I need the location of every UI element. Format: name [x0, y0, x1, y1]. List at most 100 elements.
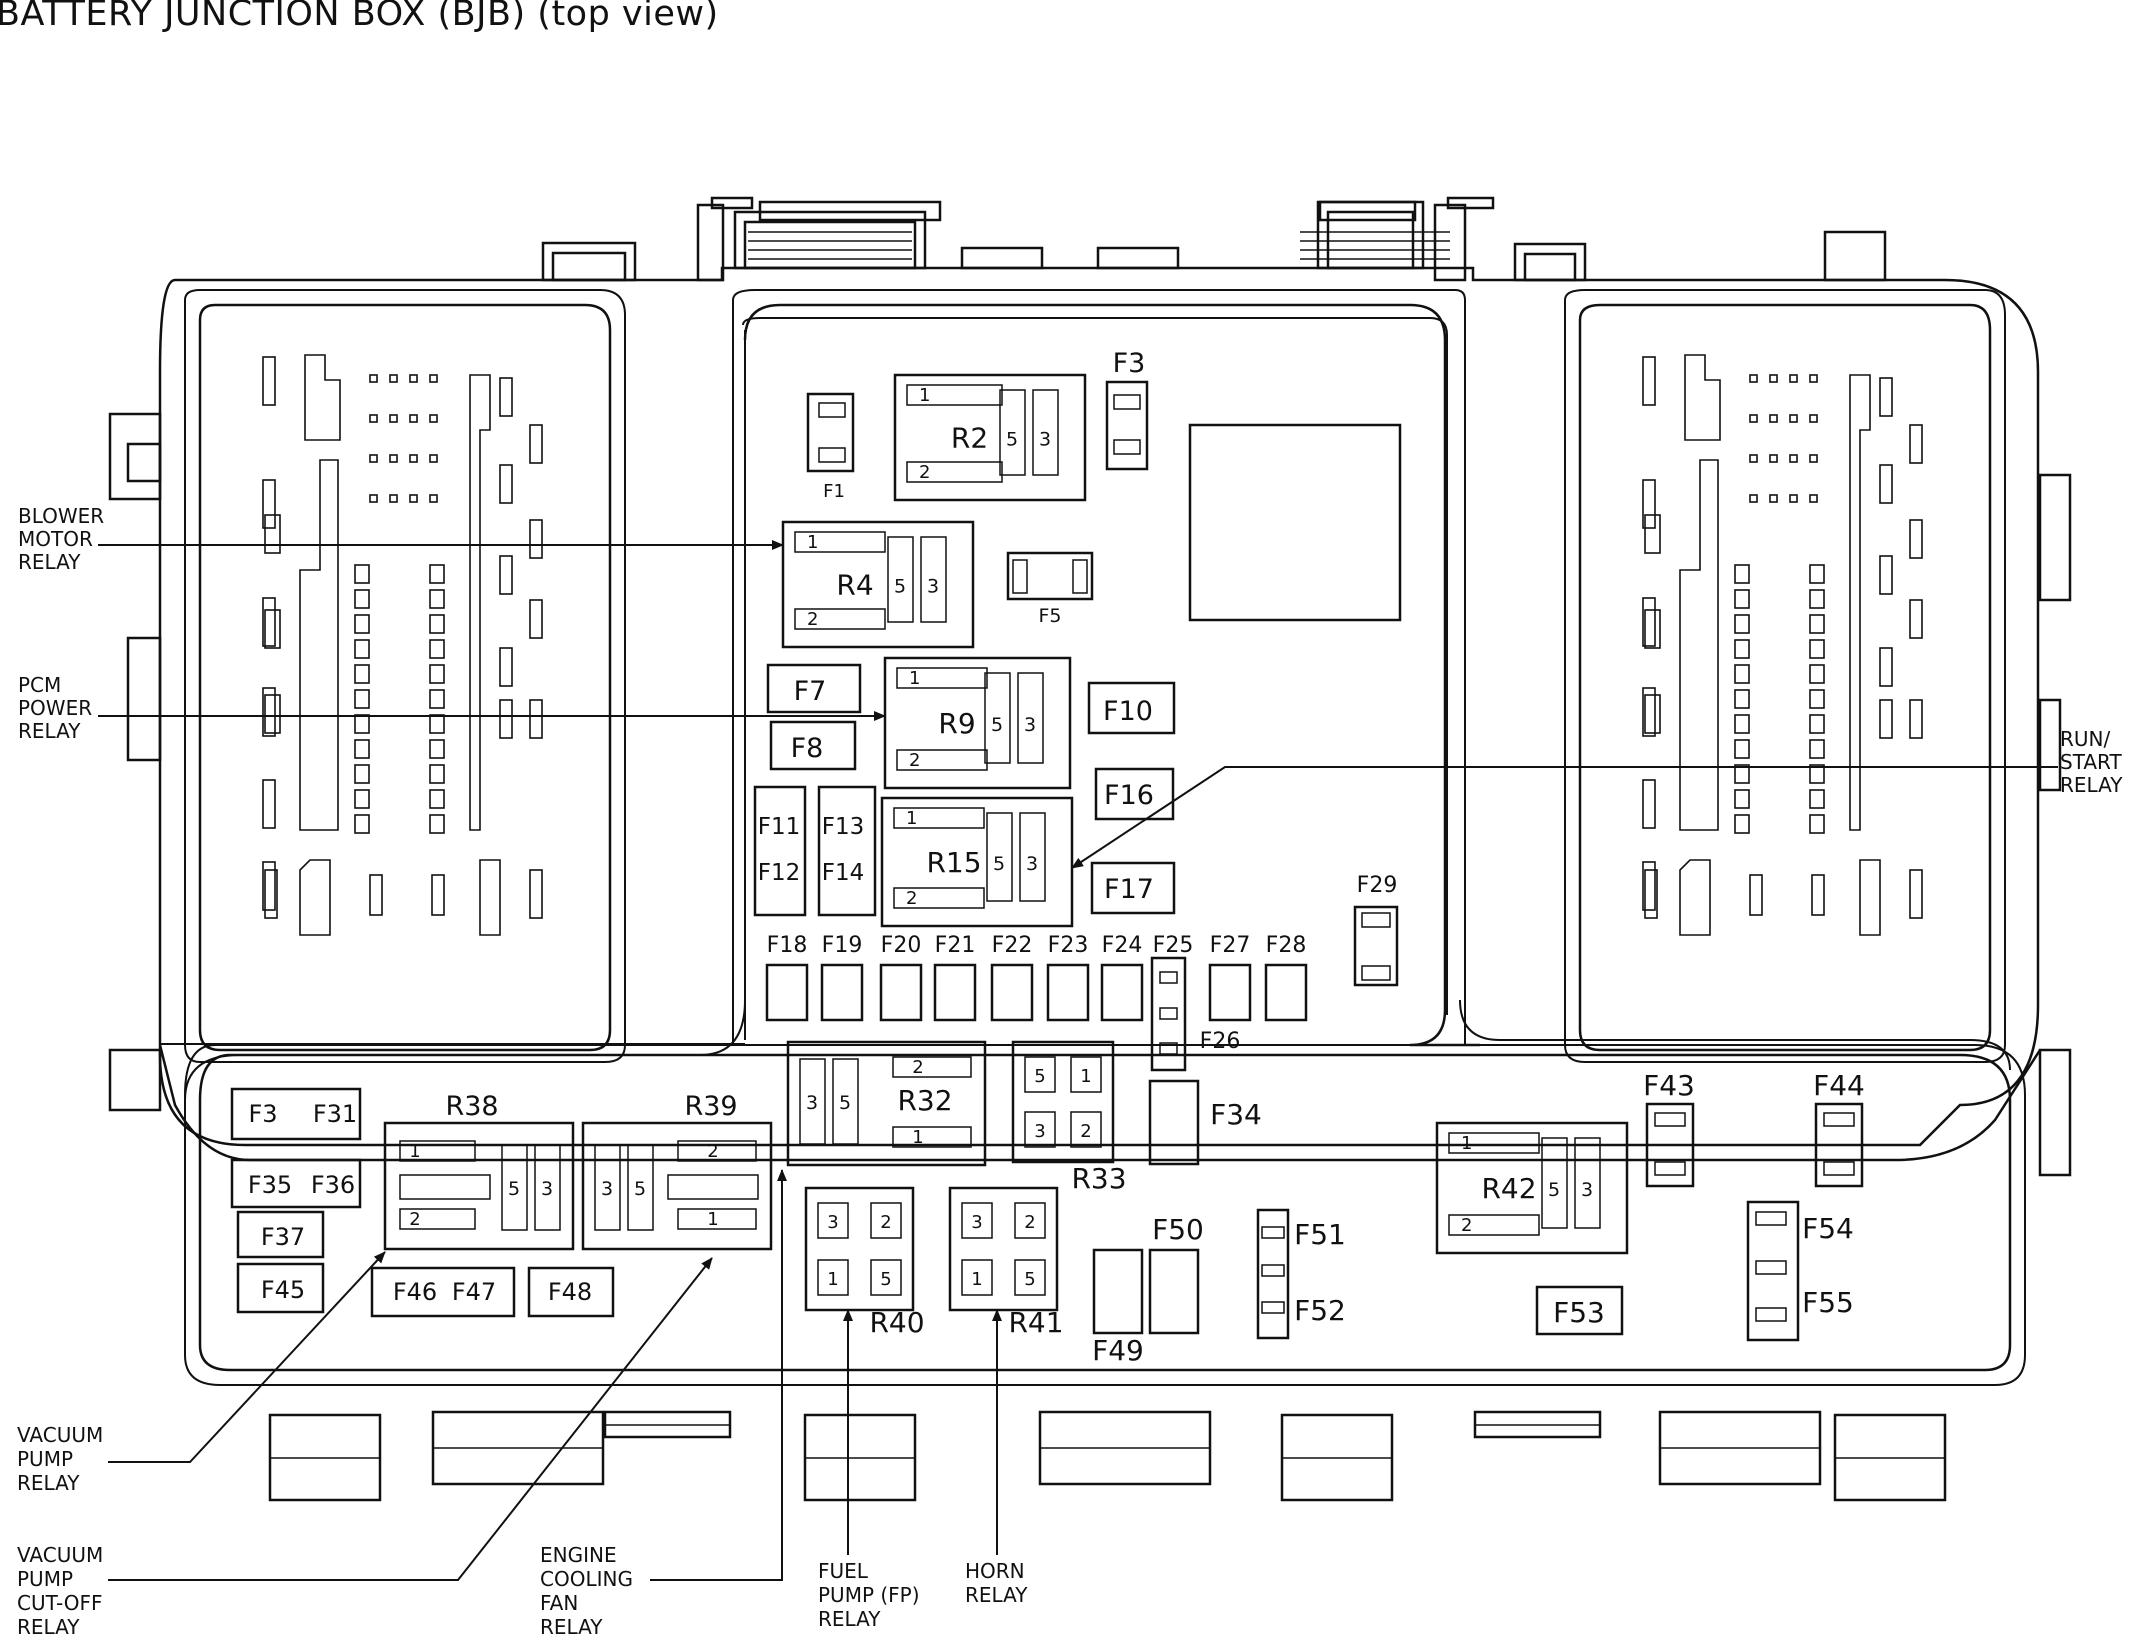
pin-label-5: 5 — [839, 1092, 851, 1114]
connector-pin — [354, 714, 370, 734]
housing-outer — [158, 266, 2040, 1147]
pin-slot — [667, 1174, 759, 1200]
connector-pin — [354, 689, 370, 709]
connector-pin — [354, 564, 370, 584]
connector-pin — [1789, 494, 1798, 503]
pin-label-5: 5 — [894, 576, 906, 598]
fuse-label-f17: F17 — [1104, 874, 1154, 905]
fuse-terminal — [1261, 1226, 1285, 1239]
callout-leader — [108, 1257, 713, 1581]
pin-label-2: 2 — [906, 888, 917, 909]
fuse-label-f23: F23 — [1048, 933, 1089, 958]
fuse-label-f1: F1 — [823, 481, 845, 502]
pin-label-2: 2 — [909, 750, 920, 771]
connector-pin — [1789, 414, 1798, 423]
connector-pin — [1809, 614, 1825, 634]
pin-label: 5 — [1034, 1066, 1045, 1087]
pin-label-5: 5 — [1548, 1179, 1560, 1201]
fuse-label-f49: F49 — [1092, 1334, 1144, 1367]
connector-pin — [1879, 699, 1893, 739]
pin-label: 1 — [1080, 1066, 1091, 1087]
pin-slot — [1014, 1259, 1046, 1296]
pin-slot — [887, 536, 914, 623]
fuse-blade — [1006, 551, 1094, 601]
connector-pin — [1734, 789, 1750, 809]
housing-rim — [158, 1044, 2042, 1162]
pin-label-2: 2 — [707, 1141, 718, 1162]
fuse-blade — [1746, 1200, 1800, 1342]
pin-slot — [896, 667, 988, 689]
pin-slot — [892, 1056, 972, 1078]
connector-pin — [1642, 779, 1656, 829]
pin-label-2: 2 — [912, 1057, 923, 1078]
connector-pin — [429, 454, 438, 463]
fuse-label-f3: F3 — [248, 1100, 277, 1128]
connector-pin — [262, 479, 276, 529]
pin-slot — [817, 1202, 849, 1239]
pin-label: 1 — [827, 1269, 838, 1290]
relay-label: R4 — [836, 569, 873, 602]
pin-label-1: 1 — [919, 385, 930, 406]
fuse — [879, 963, 923, 1022]
pin-label: 1 — [971, 1269, 982, 1290]
pin-label-3: 3 — [1024, 714, 1036, 736]
fuse-terminal — [1159, 1042, 1178, 1055]
fuse-label-f12: F12 — [758, 860, 801, 886]
connector-pin — [1809, 764, 1825, 784]
connector-pin — [1809, 494, 1818, 503]
pin-slot — [896, 749, 988, 771]
fuse — [766, 663, 862, 714]
relay-label: R40 — [869, 1306, 924, 1339]
connector-pin — [389, 494, 398, 503]
pin-slot — [799, 1058, 826, 1145]
housing-top-tab — [743, 220, 917, 270]
connector-pin — [1879, 647, 1893, 687]
fuse-label-f21: F21 — [935, 933, 976, 958]
fuse-terminal — [1261, 1264, 1285, 1277]
lower-compartment-rim — [184, 1044, 2026, 1386]
pin-label: 3 — [971, 1212, 982, 1233]
callout-pcm-line: POWER — [18, 696, 92, 720]
connector-pin — [389, 454, 398, 463]
callout-vacpump-line: RELAY — [17, 1471, 80, 1495]
right-connector-rim — [1564, 289, 2006, 1063]
connector-pin — [1769, 494, 1778, 503]
fuse-blade — [1814, 1102, 1864, 1188]
relay-r39 — [581, 1121, 773, 1251]
pin-label-3: 3 — [541, 1178, 553, 1200]
fuse-label-f13: F13 — [822, 814, 865, 840]
mounting-tab — [2038, 1048, 2072, 1177]
connector-pin — [429, 614, 445, 634]
connector-pin — [1749, 454, 1758, 463]
connector-pin — [1749, 414, 1758, 423]
relay-label: R42 — [1481, 1172, 1536, 1205]
relay-label: R38 — [445, 1091, 498, 1122]
connector-pin — [1809, 564, 1825, 584]
connector-pin — [529, 869, 543, 919]
pin-slot — [1019, 812, 1046, 902]
connector-pin — [1909, 699, 1923, 739]
connector-pin — [409, 374, 418, 383]
connector-pin — [429, 564, 445, 584]
callout-leader — [1071, 766, 2058, 869]
pin-label-3: 3 — [1026, 853, 1038, 875]
callout-leader — [650, 1169, 787, 1581]
callout-ecfan-line: ENGINE — [540, 1543, 617, 1567]
connector-pin — [262, 861, 276, 911]
connector-pin — [499, 464, 513, 504]
connector-pin — [354, 639, 370, 659]
fuse-blade — [1150, 956, 1187, 1072]
connector-pin — [262, 779, 276, 829]
pin-slot — [893, 887, 985, 909]
callout-vaccut-line: PUMP — [17, 1567, 73, 1591]
connector-pin — [1642, 356, 1656, 406]
fuse-label-f55: F55 — [1802, 1286, 1854, 1319]
fuse-label-f45: F45 — [261, 1276, 305, 1304]
callout-pcm-line: PCM — [18, 673, 61, 697]
connector-pin — [1749, 494, 1758, 503]
pin-slot — [961, 1259, 993, 1296]
connector-pin — [1644, 514, 1661, 554]
pin-slot — [906, 384, 1003, 406]
connector-pin — [529, 599, 543, 639]
pin-label-2: 2 — [919, 462, 930, 483]
